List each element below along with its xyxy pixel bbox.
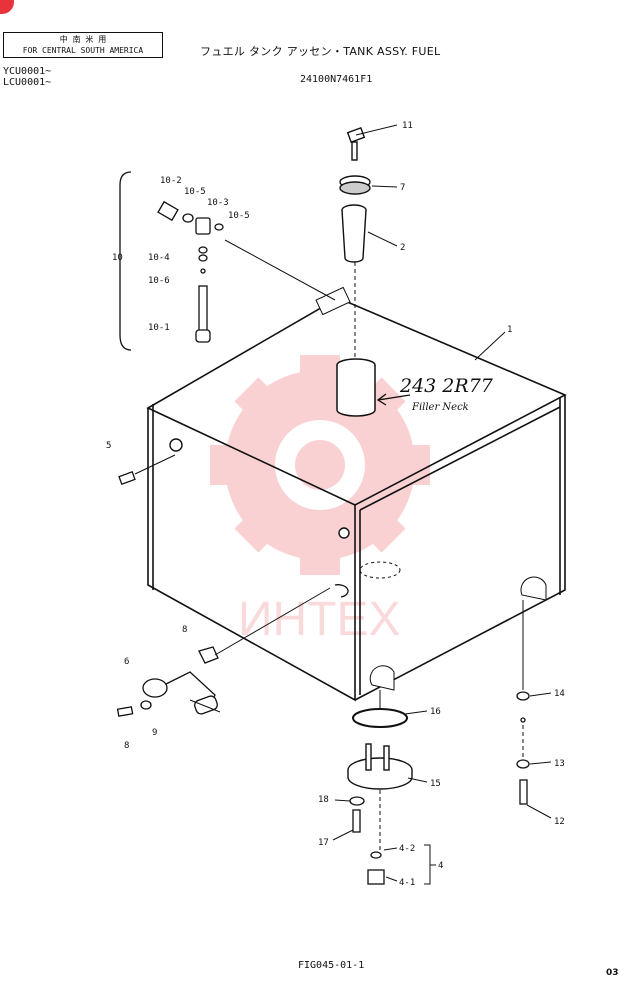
callout-5: 5: [106, 441, 111, 451]
callout-9: 9: [152, 728, 157, 738]
region-stamp: 中 南 米 用 FOR CENTRAL SOUTH AMERICA: [3, 32, 163, 58]
callout-4-2: 4-2: [399, 844, 415, 854]
figure-id: FIG045-01-1: [298, 960, 365, 971]
fuel-tank: [146, 297, 567, 702]
callout-2: 2: [400, 243, 405, 253]
callout-14: 14: [554, 689, 565, 699]
callout-10-6: 10-6: [148, 276, 170, 286]
fuel-cap: [339, 175, 371, 195]
callout-10-3: 10-3: [207, 198, 229, 208]
drain-plug: [118, 471, 136, 485]
page-number: 03: [606, 968, 619, 978]
callout-8: 8: [124, 741, 129, 751]
callout-7: 8: [182, 625, 187, 635]
callout-10-1: 10-1: [148, 323, 170, 333]
callout-4-1: 4-1: [399, 878, 415, 888]
suction-pipe-assembly: [347, 743, 413, 790]
group-bracket: [119, 171, 132, 351]
callout-10-2: 10-2: [160, 176, 182, 186]
callout-15: 15: [430, 779, 441, 789]
stamp-line-1: 中 南 米 用: [59, 35, 107, 44]
page-title: フュエル タンク アッセン・TANK ASSY. FUEL: [200, 45, 441, 58]
part-number: 24100N7461F1: [300, 74, 373, 85]
handwritten-text: Filler Neck: [411, 402, 469, 413]
strainer: [341, 204, 367, 263]
level-sender: [116, 646, 219, 717]
callout-10-4: 10-4: [148, 253, 170, 263]
callout-18: 18: [318, 795, 329, 805]
callout-17: 17: [318, 838, 329, 848]
handwritten-number: 243 2R77: [399, 375, 494, 397]
callout-6: 6: [124, 657, 129, 667]
drain-valve: [367, 851, 385, 885]
gasket: [352, 708, 408, 728]
callout-4: 4: [438, 861, 443, 871]
serial-range-2: LCU0001~: [3, 77, 52, 88]
callout-11: 11: [402, 121, 413, 131]
serial-range-1: YCU0001~: [3, 66, 52, 77]
callout-12: 12: [554, 817, 565, 827]
watermark-gear-icon: [210, 355, 430, 575]
callout-13: 13: [554, 759, 565, 769]
breather-assembly: [157, 200, 224, 343]
filler-neck: [336, 358, 376, 417]
bolts: [349, 691, 530, 833]
callout-16: 16: [430, 707, 441, 717]
callout-1: 1: [507, 325, 512, 335]
stamp-line-2: FOR CENTRAL SOUTH AMERICA: [22, 46, 144, 55]
watermark-text: ИНТЕХ: [238, 593, 401, 646]
callout-10-5b: 10-5: [228, 211, 250, 221]
callout-10: 10: [112, 253, 123, 263]
callout-10-5a: 10-5: [184, 187, 206, 197]
key-icon: [346, 127, 366, 161]
callout-3: 7: [400, 183, 405, 193]
